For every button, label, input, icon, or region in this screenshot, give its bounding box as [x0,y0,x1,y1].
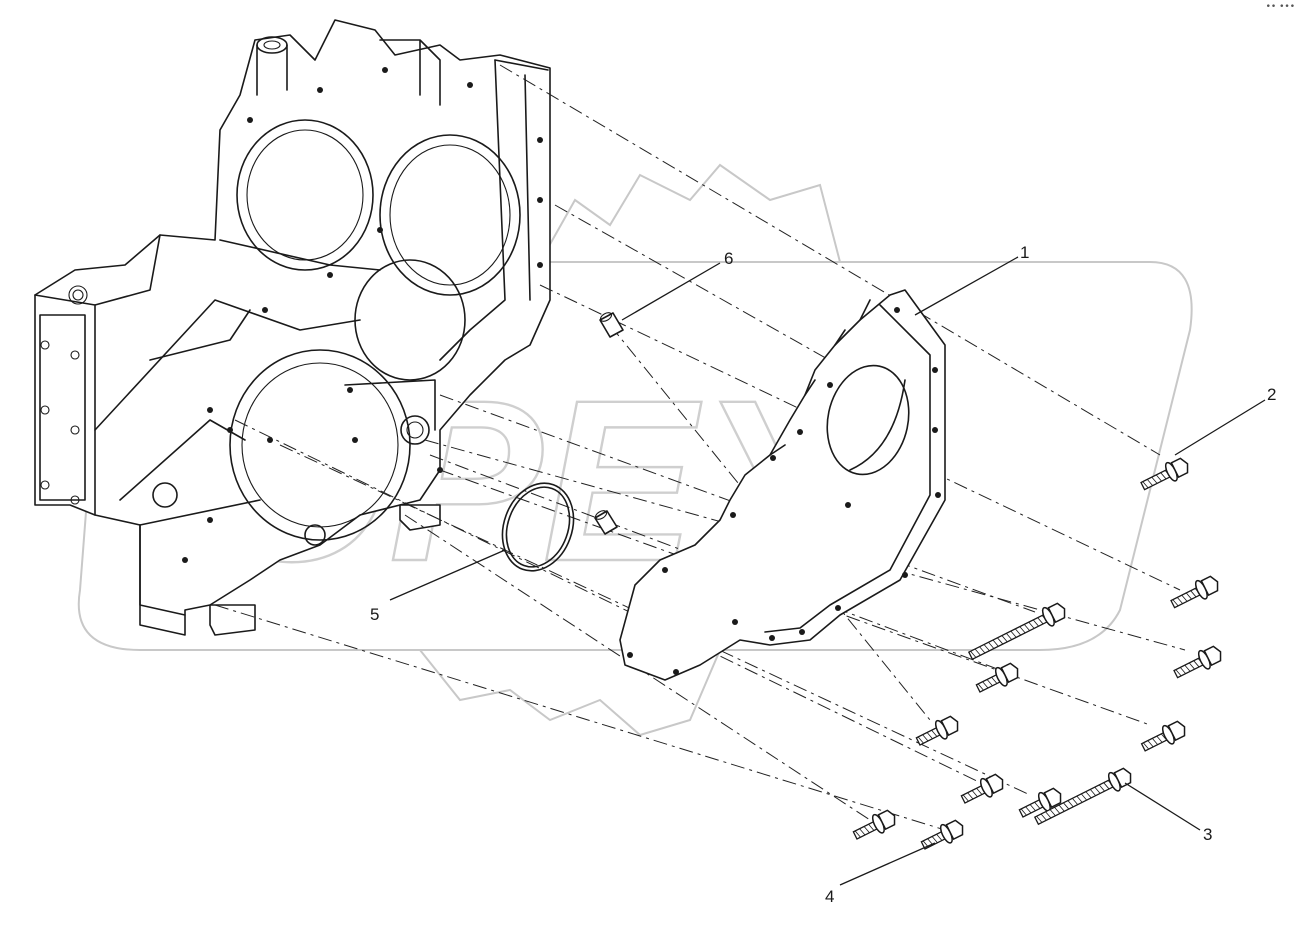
bolt-short [915,715,959,746]
bolt-short [975,662,1019,693]
bolt-short [960,773,1004,804]
part-5-o-ring [501,482,575,572]
bolt-short [1018,787,1062,818]
callout-6: 6 [621,249,733,321]
callout-2-label: 2 [1267,385,1276,404]
bolt-short [1170,575,1219,609]
callout-6-label: 6 [724,249,733,268]
callout-4-label: 4 [825,887,834,906]
part-6-dowel-pin-lower [594,510,618,535]
callout-1: 1 [914,243,1029,316]
callout-1-label: 1 [1020,243,1029,262]
bolt-short [1140,720,1186,752]
bolt-long [967,602,1066,661]
callout-5-label: 5 [370,605,379,624]
bolt-short [852,809,896,840]
corner-mark: •• ••• [1265,2,1295,12]
bolt-short [1173,645,1222,679]
timing-gear-housing [34,19,551,636]
part-2-bolt [1140,457,1189,491]
part-1-front-cover-plate [619,289,946,681]
callout-2: 2 [1174,385,1276,456]
callout-3-label: 3 [1203,825,1212,844]
callout-4: 4 [825,842,936,906]
callout-3: 3 [1124,782,1212,844]
part-4-bolt [920,819,964,850]
bolt-group [852,457,1222,850]
part-3-bolt-long [1033,767,1132,826]
callout-5: 5 [370,549,506,624]
part-6-dowel-pin [599,312,624,338]
